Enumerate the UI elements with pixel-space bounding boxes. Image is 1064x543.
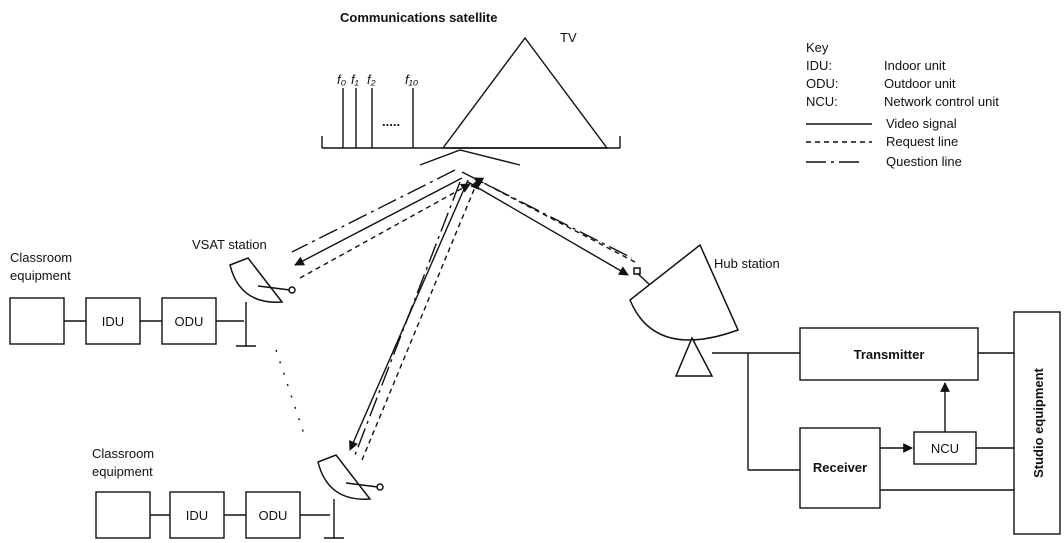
key-request-line: Request line	[886, 134, 958, 149]
key-abbr-ncu: NCU:	[806, 94, 838, 109]
idu-bottom-box	[169, 491, 225, 539]
key-meaning-idu: Indoor unit	[884, 58, 946, 73]
key-title: Key	[806, 40, 829, 55]
studio-equipment-box	[1013, 311, 1061, 535]
vsat-station-bottom: Classroom equipment IDU ODU	[92, 446, 384, 539]
classroom-bottom-label-2: equipment	[92, 464, 153, 479]
vsat-dish-bottom-icon	[317, 454, 372, 500]
hub-dish-icon	[629, 243, 740, 341]
freq-label-f10: f₁₀	[405, 72, 419, 87]
vsat-dish-top-icon	[229, 257, 284, 303]
signal-paths	[291, 149, 636, 461]
classroom-top-label-1: Classroom	[10, 250, 72, 265]
transmitter-box	[799, 327, 979, 381]
classroom-bottom-label-1: Classroom	[92, 446, 154, 461]
idu-top-label: IDU	[102, 314, 124, 329]
idu-bottom-label: IDU	[186, 508, 208, 523]
ncu-box	[913, 431, 977, 465]
key-abbr-odu: ODU:	[806, 76, 839, 91]
idu-top-box	[85, 297, 141, 345]
satellite-spectrum: Communications satellite TV f₀ f₁ f₂ f₁₀…	[321, 10, 621, 149]
hub-station-label: Hub station	[714, 256, 780, 271]
key-meaning-ncu: Network control unit	[884, 94, 999, 109]
satellite-title: Communications satellite	[340, 10, 497, 25]
odu-top-label: ODU	[175, 314, 204, 329]
key-meaning-odu: Outdoor unit	[884, 76, 956, 91]
studio-equipment-label: Studio equipment	[1031, 367, 1046, 477]
freq-label-f0: f₀	[337, 72, 347, 87]
vsat-station-label: VSAT station	[192, 237, 267, 252]
receiver-box	[799, 427, 881, 509]
freq-label-f1: f₁	[351, 72, 359, 87]
vsat-station-top: VSAT station Classroom equipment IDU ODU	[9, 237, 296, 347]
receiver-label: Receiver	[813, 460, 867, 475]
key-question-line: Question line	[886, 154, 962, 169]
odu-bottom-label: ODU	[259, 508, 288, 523]
key-legend: Key IDU: Indoor unit ODU: Outdoor unit N…	[806, 40, 999, 169]
tv-label: TV	[560, 30, 577, 45]
key-video-signal: Video signal	[886, 116, 957, 131]
tv-spectrum-triangle	[441, 36, 609, 149]
odu-bottom-box	[245, 491, 301, 539]
classroom-equipment-top-box	[9, 297, 65, 345]
more-stations-dots	[275, 349, 307, 441]
classroom-top-label-2: equipment	[10, 268, 71, 283]
classroom-equipment-bottom-box	[95, 491, 151, 539]
hub-station: Hub station Transmitter Receiver NCU Stu…	[629, 243, 1061, 535]
key-abbr-idu: IDU:	[806, 58, 832, 73]
transmitter-label: Transmitter	[854, 347, 925, 362]
hub-tripod	[674, 336, 714, 377]
carrier-dots: .....	[382, 114, 400, 129]
ncu-label: NCU	[931, 441, 959, 456]
freq-label-f2: f₂	[367, 72, 376, 87]
